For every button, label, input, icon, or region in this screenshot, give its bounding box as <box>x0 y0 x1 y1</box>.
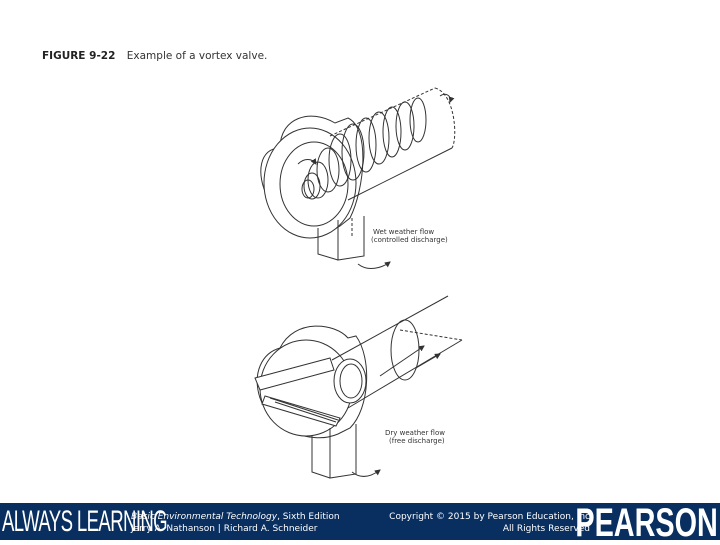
vortex-valve-diagram: Wet weather flow (controlled discharge) <box>240 78 480 492</box>
dry-weather-valve <box>254 295 463 479</box>
always-learning-logo: ALWAYS LEARNING <box>2 505 168 538</box>
book-info: Basic Environmental Technology, Sixth Ed… <box>131 511 340 535</box>
pearson-logo: PEARSON <box>575 501 718 545</box>
figure-caption: FIGURE 9-22 Example of a vortex valve. <box>42 50 267 62</box>
book-authors: Jerry A. Nathanson | Richard A. Schneide… <box>131 524 318 534</box>
footer-bar: ALWAYS LEARNING Basic Environmental Tech… <box>0 501 720 545</box>
wet-weather-valve <box>260 87 456 269</box>
book-edition: , Sixth Edition <box>277 512 340 522</box>
book-title-line: Basic Environmental Technology, Sixth Ed… <box>131 511 340 523</box>
copyright-info: Copyright © 2015 by Pearson Education, I… <box>389 511 590 535</box>
book-title: Basic Environmental Technology <box>131 512 278 522</box>
wet-weather-label: Wet weather flow <box>373 228 434 236</box>
rights-text: All Rights Reserved <box>502 524 590 534</box>
dry-weather-label: Dry weather flow <box>385 429 445 437</box>
vortex-valve-drawing: Wet weather flow (controlled discharge) <box>254 87 463 479</box>
figure-caption-text: Example of a vortex valve. <box>126 50 268 62</box>
figure-number: FIGURE 9-22 <box>42 50 116 62</box>
copyright-text: Copyright © 2015 by Pearson Education, I… <box>389 512 590 522</box>
wet-weather-sublabel: (controlled discharge) <box>371 236 448 244</box>
dry-weather-sublabel: (free discharge) <box>389 437 445 445</box>
